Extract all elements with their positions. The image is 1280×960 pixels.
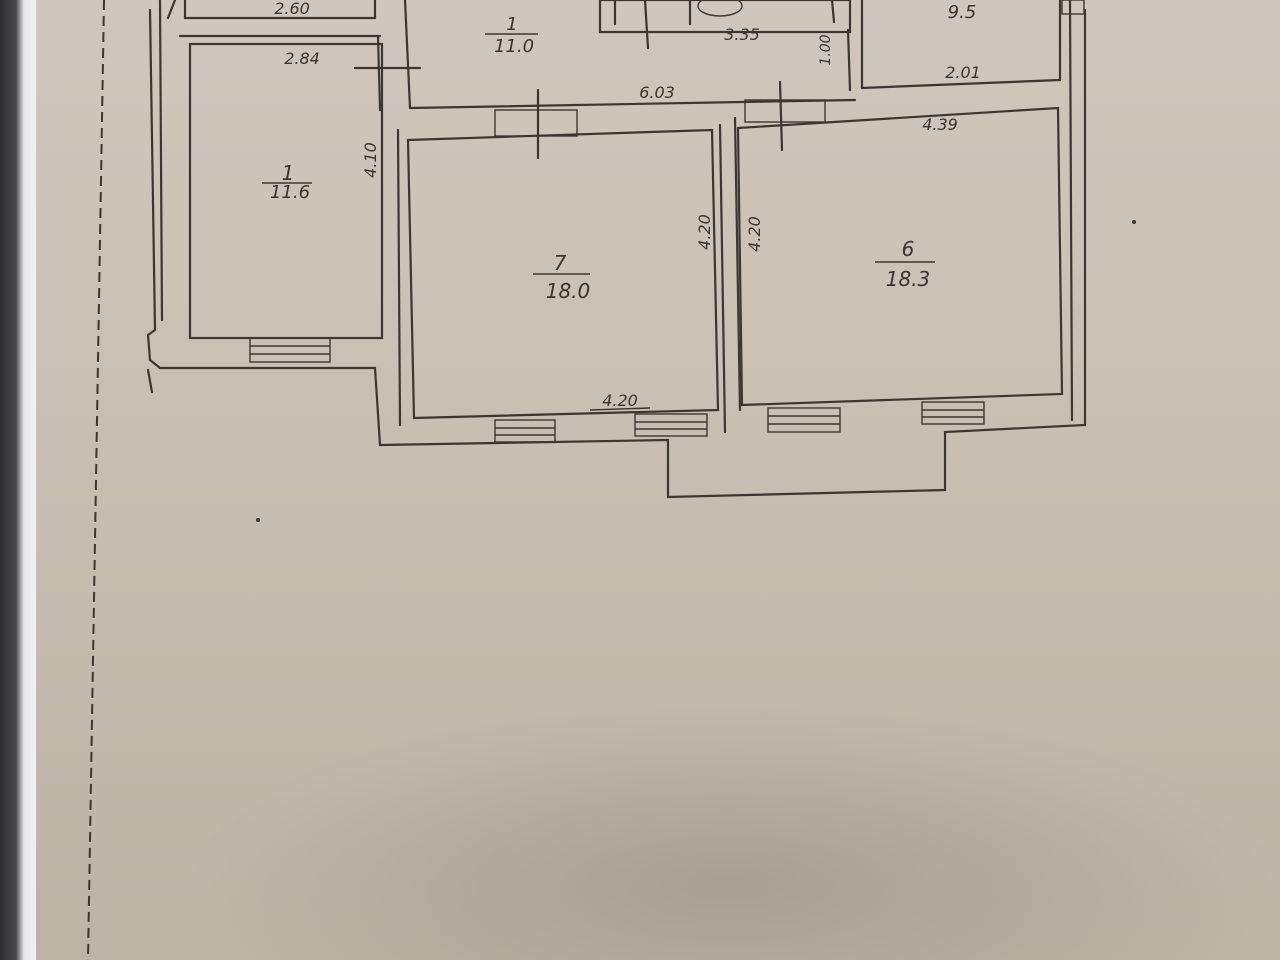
room-1-number: 1 — [282, 161, 295, 185]
dim-top-left: 2.60 — [274, 0, 310, 18]
door-marks — [166, 0, 836, 160]
windows — [249, 0, 1085, 443]
paper-sheet — [36, 0, 1280, 960]
dim-small-height: 1.00 — [818, 34, 834, 65]
room-7-walls — [396, 123, 727, 434]
room-7-number: 7 — [554, 251, 567, 275]
dim-room6-height: 4.20 — [745, 216, 764, 252]
dim-right-top-width: 2.01 — [945, 63, 981, 82]
dim-room1-width: 2.84 — [284, 49, 320, 68]
shadow-overlay — [180, 700, 1280, 960]
hall-area: 11.0 — [494, 36, 534, 57]
ink-dot — [1132, 220, 1136, 224]
room-1-area: 11.6 — [270, 182, 310, 203]
dim-room6-width: 4.39 — [922, 115, 958, 134]
right-room-area: 9.5 — [948, 2, 977, 23]
room-labels: 1 11.6 7 18.0 6 18.3 1 11.0 9.5 — [262, 2, 976, 303]
dim-room7-width: 4.20 — [602, 391, 638, 410]
dim-room1-height: 4.10 — [361, 142, 380, 178]
dim-room7-height: 4.20 — [695, 214, 714, 250]
margin-line — [87, 0, 105, 960]
room-6-walls — [733, 106, 1064, 412]
outer-walls — [146, 0, 1087, 499]
room-7-area: 18.0 — [546, 279, 591, 303]
dim-kitchen-width: 3.35 — [724, 25, 760, 44]
dimension-labels: 2.60 2.84 4.10 6.03 3.35 1.00 2.01 4.39 … — [274, 0, 981, 411]
photo-background-edge — [0, 0, 40, 960]
top-strip-walls — [183, 0, 1062, 110]
hall-number: 1 — [506, 14, 517, 35]
room-6-area: 18.3 — [886, 267, 931, 291]
dim-corridor-width: 6.03 — [639, 83, 675, 102]
room-6-number: 6 — [902, 237, 915, 261]
ink-dot — [256, 518, 260, 522]
